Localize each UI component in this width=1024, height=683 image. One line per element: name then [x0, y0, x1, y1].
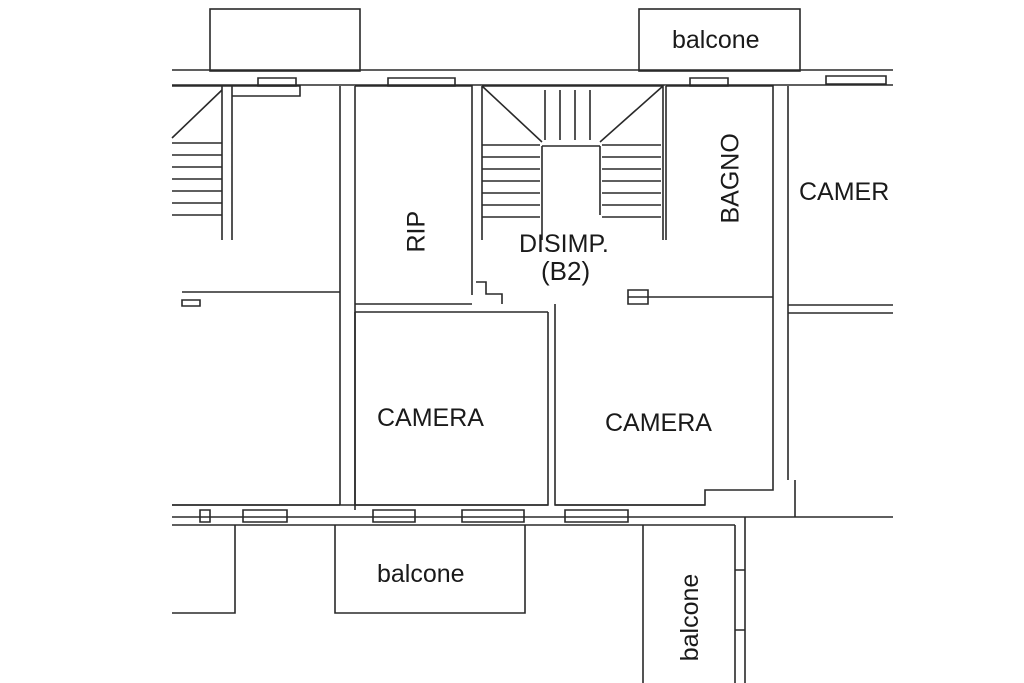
balcony-top-right: [638, 8, 801, 72]
camera-left-label: CAMERA: [377, 404, 484, 432]
top-exterior-wall: [172, 69, 893, 86]
balcony-bottom-center: [334, 525, 526, 614]
bottom-exterior-wall: [172, 504, 746, 683]
left-stairs: [171, 85, 223, 216]
balcony-bottom-right: [642, 525, 745, 683]
bagno-room-walls: [627, 85, 774, 305]
rip-room-walls: [354, 85, 548, 510]
left-room-walls: [172, 86, 893, 518]
balcony-right-label: balcone: [676, 573, 704, 662]
rip-room-label: RIP: [402, 210, 431, 253]
central-stairs: [481, 85, 664, 240]
balcony-bottom-left-edge: [172, 525, 236, 614]
camera-center-label: CAMERA: [605, 409, 712, 437]
camera-right-partial-label: CAMER: [799, 178, 890, 206]
right-room-walls: [787, 86, 893, 517]
balcony-top-left: [209, 8, 361, 72]
camera-rooms-walls: [354, 297, 774, 506]
balcony-top-label: balcone: [672, 26, 760, 54]
balcony-bottom-label: balcone: [377, 560, 465, 588]
disimp-room-code: (B2): [541, 256, 591, 286]
disimp-room-label: DISIMP.: [519, 230, 609, 258]
left-wall-segment: [221, 85, 301, 240]
bagno-room-label: BAGNO: [716, 133, 745, 224]
bottom-windows: [199, 509, 629, 523]
